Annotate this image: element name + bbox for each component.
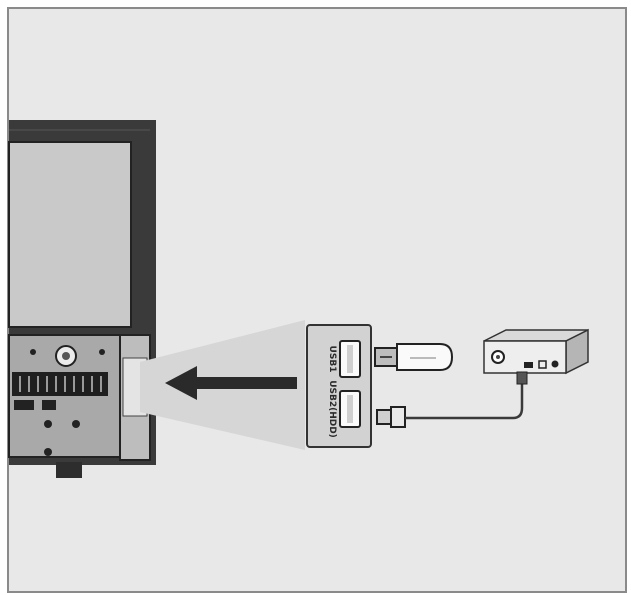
hdd-usb-port [524,362,533,368]
tv-small-port [14,400,34,410]
tv-stand-foot [56,462,82,478]
tv-screw [99,349,105,355]
hdd-cable-plug [516,371,528,385]
usb-stick-icon [374,343,454,371]
tv-screw [44,420,52,428]
tv-screw [30,349,36,355]
tv-vent-slots [19,376,102,392]
arrow-left-icon [165,366,297,400]
hdd-dc-jack [551,360,559,368]
usb-cable [405,382,524,420]
tv-screw [44,448,52,456]
usb-plug-icon [376,406,406,428]
usb2-label: USB2(HDD) [327,380,337,438]
usb1-label: USB1 [327,346,337,373]
tv-rear [8,120,156,478]
usb-port-panel: USB1 USB2(HDD) [306,324,372,448]
external-hdd-icon [483,328,589,385]
tv-back-cover [8,141,132,328]
tv-vent-strip [12,372,108,396]
tv-small-port [42,400,56,410]
tv-screw [72,420,80,428]
hdd-mini-port [538,360,547,369]
